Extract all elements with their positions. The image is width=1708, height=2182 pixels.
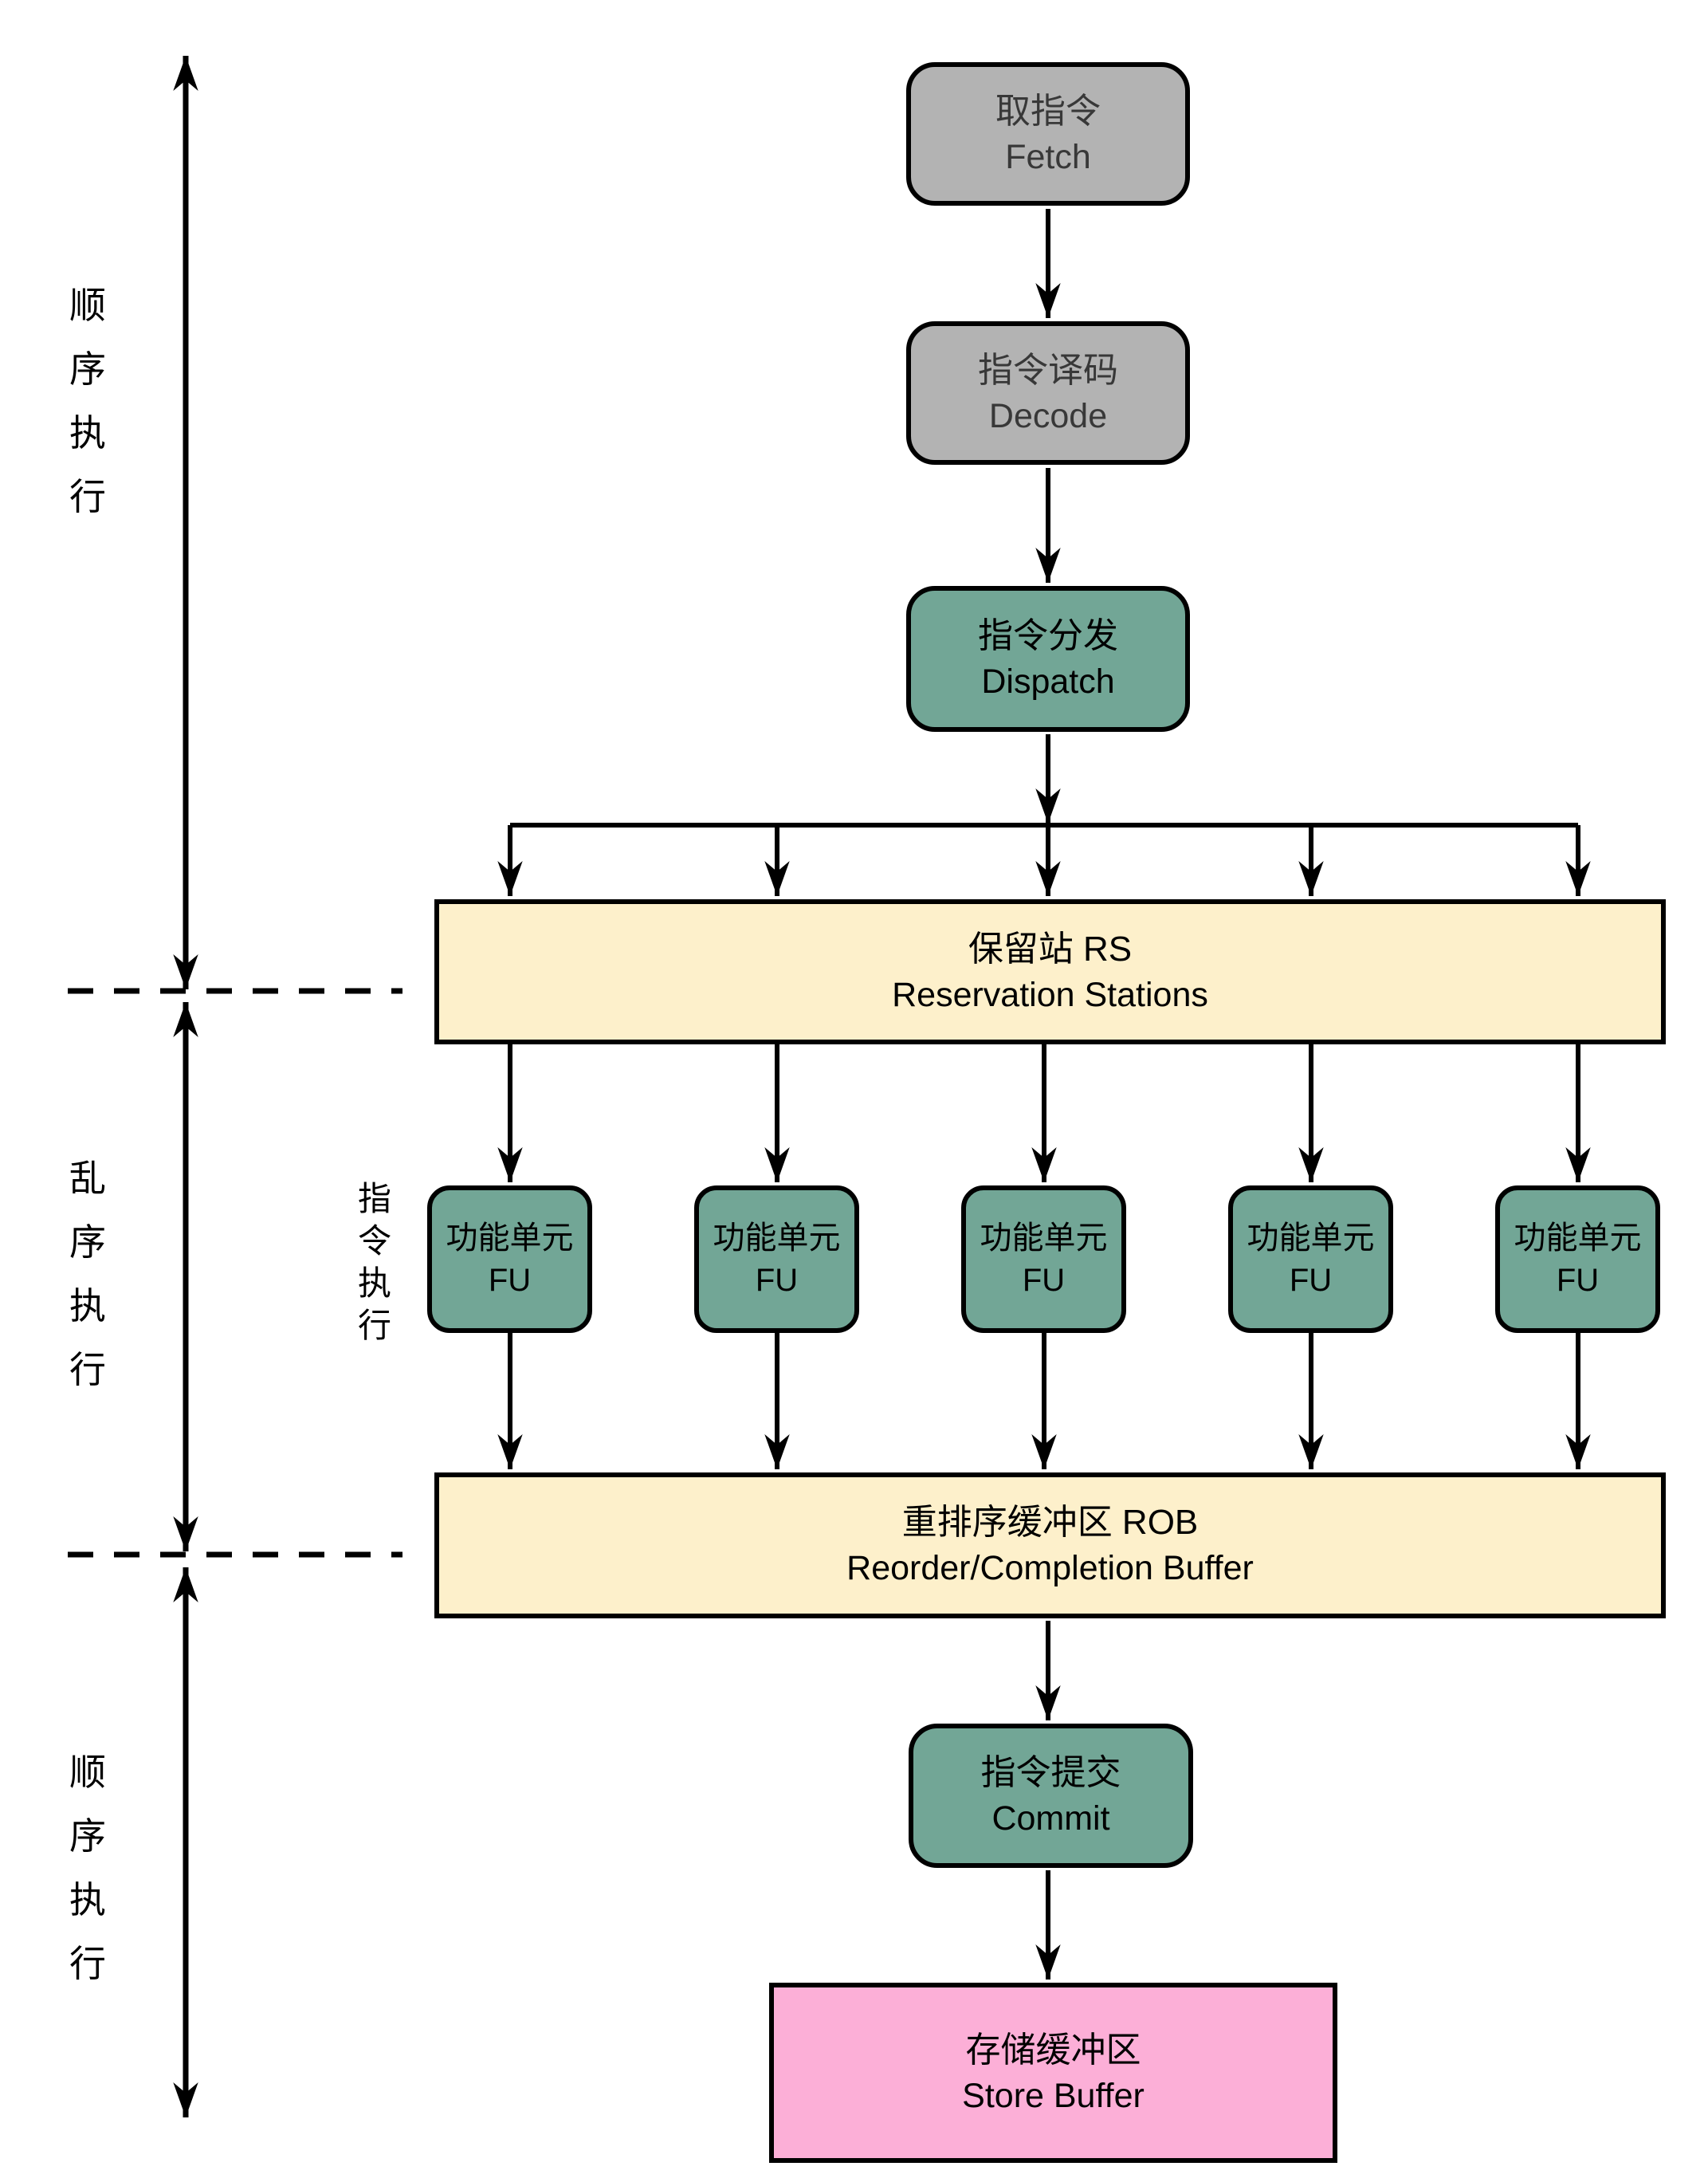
reservation-stations-box: 保留站 RS Reservation Stations (434, 899, 1666, 1044)
store-buffer-box: 存储缓冲区 Store Buffer (769, 1983, 1337, 2163)
rob-label-en: Reorder/Completion Buffer (846, 1549, 1254, 1588)
label-in-order-top: 顺 序 执 行 (69, 285, 106, 517)
arrows-fu-to-rob (497, 1333, 1591, 1469)
fetch-label-zh: 取指令 (995, 91, 1101, 131)
fu-box-2: 功能单元 FU (694, 1185, 859, 1333)
label-instruction-execute: 指 令 执 行 (357, 1180, 391, 1344)
store-label-zh: 存储缓冲区 (965, 2030, 1141, 2070)
label-out-of-order: 乱 序 执 行 (69, 1158, 106, 1390)
decode-label-zh: 指令译码 (978, 350, 1118, 390)
arrows-fanout-to-rs (497, 825, 1591, 896)
rs-label-zh: 保留站 RS (968, 929, 1133, 969)
commit-box: 指令提交 Commit (909, 1724, 1193, 1868)
store-label-en: Store Buffer (962, 2076, 1145, 2115)
commit-label-en: Commit (991, 1799, 1110, 1838)
arrows-rs-to-fu (497, 1044, 1591, 1182)
fetch-label-en: Fetch (1005, 137, 1091, 176)
dispatch-label-en: Dispatch (981, 662, 1115, 702)
label-in-order-bottom: 顺 序 执 行 (69, 1751, 106, 1984)
commit-label-zh: 指令提交 (980, 1753, 1121, 1793)
dispatch-label-zh: 指令分发 (978, 616, 1118, 656)
rob-box: 重排序缓冲区 ROB Reorder/Completion Buffer (434, 1472, 1666, 1618)
decode-label-en: Decode (988, 396, 1108, 435)
fu-box-3: 功能单元 FU (961, 1185, 1126, 1333)
dispatch-box: 指令分发 Dispatch (906, 586, 1190, 732)
fetch-box: 取指令 Fetch (906, 62, 1190, 206)
fu-box-5: 功能单元 FU (1495, 1185, 1660, 1333)
rob-label-zh: 重排序缓冲区 ROB (901, 1503, 1199, 1543)
fu-box-1: 功能单元 FU (427, 1185, 592, 1333)
decode-box: 指令译码 Decode (906, 321, 1190, 465)
fu-box-4: 功能单元 FU (1228, 1185, 1393, 1333)
rs-label-en: Reservation Stations (892, 975, 1208, 1014)
